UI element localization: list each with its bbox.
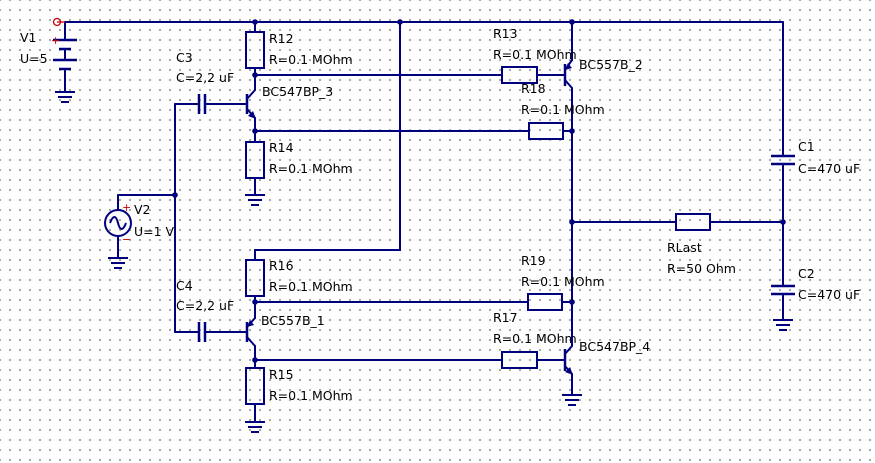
rlast-name: RLast <box>667 240 702 255</box>
ground-icon <box>773 319 793 331</box>
r16-resistor[interactable]: R16 R=0.1 MOhm <box>245 258 353 297</box>
q3-name: BC547BP_3 <box>262 84 333 99</box>
c4-value: C=2,2 uF <box>176 298 234 313</box>
q2-pnp-transistor[interactable]: BC557B_2 <box>563 57 643 89</box>
v2-minus-sign: − <box>122 233 131 246</box>
capacitor-icon <box>192 94 212 114</box>
r17-resistor[interactable]: R17 R=0.1 MOhm <box>493 310 577 369</box>
r15-resistor[interactable]: R15 R=0.1 MOhm <box>245 367 353 405</box>
ac-source-icon <box>104 209 132 237</box>
r19-name: R19 <box>521 253 546 268</box>
pnp-transistor-icon <box>563 59 573 89</box>
resistor-icon <box>675 213 711 231</box>
r18-resistor[interactable]: R18 R=0.1 MOhm <box>521 81 605 140</box>
ground-symbols <box>55 91 793 433</box>
r17-value: R=0.1 MOhm <box>493 331 577 346</box>
c1-capacitor[interactable]: C1 C=470 uF <box>771 139 860 176</box>
r16-value: R=0.1 MOhm <box>269 279 353 294</box>
ground-icon <box>245 194 265 206</box>
q2-name: BC557B_2 <box>579 57 643 72</box>
capacitor-icon <box>771 279 795 301</box>
r14-resistor[interactable]: R14 R=0.1 MOhm <box>245 140 353 179</box>
capacitor-icon <box>192 322 212 342</box>
resistor-icon <box>501 351 538 369</box>
r14-name: R14 <box>269 140 294 155</box>
capacitor-icon <box>771 149 795 171</box>
junction-dots <box>172 19 786 363</box>
v2-value: U=1 V <box>134 224 175 239</box>
q3-npn-transistor[interactable]: BC547BP_3 <box>239 84 333 119</box>
c2-value: C=470 uF <box>798 287 860 302</box>
v2-plus-sign: + <box>122 201 131 214</box>
ground-icon <box>245 421 265 433</box>
r18-value: R=0.1 MOhm <box>521 102 605 117</box>
q1-name: BC557B_1 <box>261 313 325 328</box>
r14-value: R=0.1 MOhm <box>269 161 353 176</box>
r15-value: R=0.1 MOhm <box>269 388 353 403</box>
npn-transistor-icon <box>563 287 573 375</box>
v1-name: V1 <box>20 30 37 45</box>
resistor-icon <box>501 66 538 84</box>
npn-transistor-icon <box>239 89 256 119</box>
r19-resistor[interactable]: R19 R=0.1 MOhm <box>521 253 605 311</box>
c2-capacitor[interactable]: C2 C=470 uF <box>771 266 860 302</box>
ground-icon <box>562 394 582 406</box>
r13-name: R13 <box>493 26 518 41</box>
ground-icon <box>55 91 75 103</box>
rlast-value: R=50 Ohm <box>667 261 736 276</box>
r19-value: R=0.1 MOhm <box>521 274 605 289</box>
resistor-icon <box>528 122 564 140</box>
c1-name: C1 <box>798 139 815 154</box>
q1-pnp-transistor[interactable]: BC557B_1 <box>239 313 325 347</box>
resistor-icon <box>245 141 265 179</box>
battery-icon <box>53 38 77 75</box>
r18-name: R18 <box>521 81 546 96</box>
v2-ac-source[interactable]: + − V2 U=1 V <box>104 201 175 246</box>
v1-value: U=5 <box>20 51 48 66</box>
c3-capacitor[interactable]: C3 C=2,2 uF <box>176 50 234 114</box>
r13-resistor[interactable]: R13 R=0.1 MOhm <box>493 26 577 84</box>
q4-name: BC547BP_4 <box>579 339 650 354</box>
node-marker-icon <box>52 17 65 27</box>
q4-npn-transistor[interactable]: BC547BP_4 <box>563 287 650 375</box>
c4-name: C4 <box>176 278 193 293</box>
c2-name: C2 <box>798 266 815 281</box>
c4-capacitor[interactable]: C4 C=2,2 uF <box>176 278 234 342</box>
resistor-icon <box>245 31 265 69</box>
pnp-transistor-icon <box>239 317 256 347</box>
resistor-icon <box>527 293 563 311</box>
c1-value: C=470 uF <box>798 161 860 176</box>
resistor-icon <box>245 367 265 405</box>
c3-name: C3 <box>176 50 193 65</box>
wires <box>64 21 784 423</box>
r12-resistor[interactable]: R12 R=0.1 MOhm <box>245 31 353 69</box>
r15-name: R15 <box>269 367 294 382</box>
r12-name: R12 <box>269 31 294 46</box>
v1-plus-sign: + <box>51 34 60 47</box>
resistor-icon <box>245 259 265 297</box>
c3-value: C=2,2 uF <box>176 70 234 85</box>
r17-name: R17 <box>493 310 518 325</box>
v2-name: V2 <box>134 202 151 217</box>
v1-dc-source[interactable]: + V1 U=5 <box>20 30 77 75</box>
ground-icon <box>108 257 128 269</box>
rlast-resistor[interactable]: RLast R=50 Ohm <box>667 213 736 276</box>
r12-value: R=0.1 MOhm <box>269 52 353 67</box>
r13-value: R=0.1 MOhm <box>493 47 577 62</box>
r16-name: R16 <box>269 258 294 273</box>
